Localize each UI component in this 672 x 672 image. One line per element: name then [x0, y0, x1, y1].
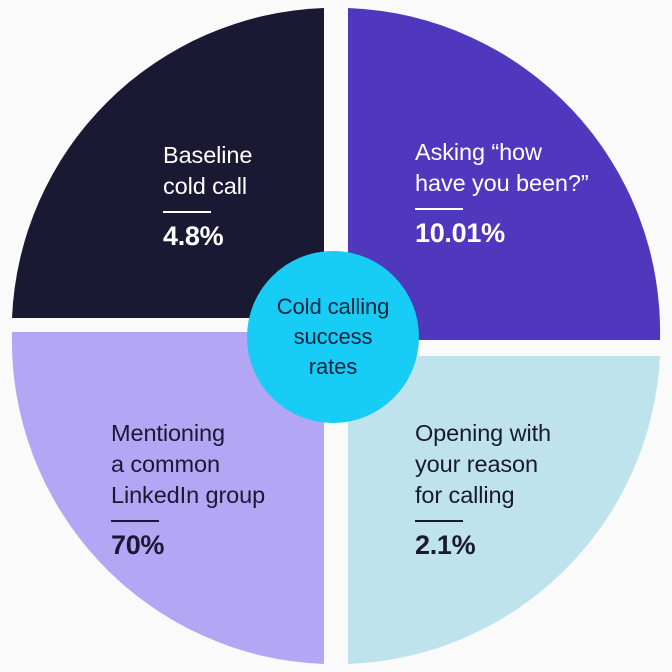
slice-divider-mentioning-common-linkedin-group [111, 520, 159, 522]
slice-label-baseline-cold-call: Baseline cold call 4.8% [163, 140, 252, 252]
chart-center-title: Cold calling success rates [276, 294, 390, 379]
slice-value-mentioning-common-linkedin-group: 70% [111, 530, 165, 560]
pie-slice-asking-how-have-you-been[interactable] [348, 8, 661, 340]
slice-title-opening-with-your-reason-for-calling: Opening with your reason for calling [415, 420, 551, 508]
slice-value-opening-with-your-reason-for-calling: 2.1% [415, 530, 476, 560]
slice-title-mentioning-common-linkedin-group: Mentioning a common LinkedIn group [111, 420, 266, 508]
pie-slice-baseline-cold-call[interactable] [12, 8, 324, 318]
slice-label-asking-how-have-you-been: Asking “how have you been?” 10.01% [415, 137, 589, 249]
slice-label-opening-with-your-reason-for-calling: Opening with your reason for calling 2.1… [415, 418, 551, 561]
slice-label-mentioning-common-linkedin-group: Mentioning a common LinkedIn group 70% [111, 418, 265, 561]
slice-divider-baseline-cold-call [163, 211, 211, 213]
slice-divider-opening-with-your-reason-for-calling [415, 520, 463, 522]
pie-slice-opening-with-your-reason-for-calling[interactable] [348, 354, 660, 664]
slice-divider-asking-how-have-you-been [415, 208, 463, 210]
slice-title-baseline-cold-call: Baseline cold call [163, 142, 253, 199]
pie-slice-mentioning-common-linkedin-group[interactable] [11, 332, 324, 664]
chart-center-hub: Cold calling success rates [247, 251, 419, 423]
slice-value-asking-how-have-you-been: 10.01% [415, 218, 505, 248]
slice-value-baseline-cold-call: 4.8% [163, 221, 224, 251]
slice-title-asking-how-have-you-been: Asking “how have you been?” [415, 139, 589, 196]
